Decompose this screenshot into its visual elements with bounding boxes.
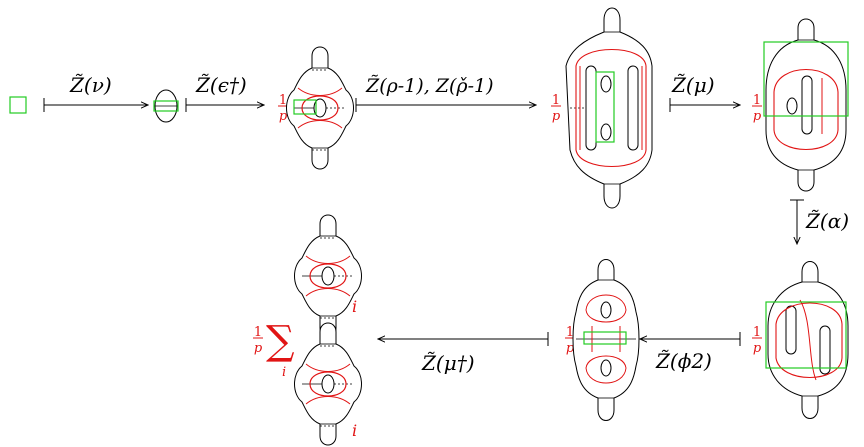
- term-index-top: i: [352, 297, 357, 316]
- term-index-bottom: i: [352, 421, 357, 440]
- surface-2: [565, 7, 653, 209]
- svg-text:p: p: [566, 341, 575, 356]
- surface-sum-top: [293, 214, 363, 338]
- coef-4: 1 p: [752, 325, 762, 356]
- svg-text:p: p: [279, 109, 288, 124]
- sum-symbol: ∑: [266, 318, 295, 364]
- arrow-phi: [640, 332, 741, 346]
- svg-text:1: 1: [279, 93, 287, 108]
- sum-index: i: [282, 365, 286, 380]
- empty-green-square: [9, 96, 27, 114]
- surface-4: [765, 261, 849, 419]
- label-mudag: Z̃(μ†): [421, 351, 475, 375]
- surface-3: [763, 18, 849, 192]
- arrow-mu: [669, 98, 740, 112]
- svg-text:1: 1: [552, 93, 560, 108]
- label-phi: Z̃(ϕ2): [655, 349, 712, 373]
- label-rho: Z̃(ρ-1), Z(ρ̌-1): [365, 75, 494, 97]
- coef-3: 1 p: [752, 93, 762, 124]
- svg-text:1: 1: [753, 93, 761, 108]
- coef-2: 1 p: [551, 93, 561, 124]
- svg-text:p: p: [552, 109, 561, 124]
- sphere-small: [153, 89, 179, 123]
- arrow-rho: [355, 98, 536, 112]
- svg-text:1: 1: [753, 325, 761, 340]
- arrow-nu: [43, 98, 148, 112]
- surface-5: [572, 259, 640, 421]
- arrow-alpha: [790, 199, 804, 244]
- svg-text:1: 1: [566, 325, 574, 340]
- surface-1: [285, 46, 355, 170]
- label-eps: Z̃(ϵ†): [195, 73, 247, 97]
- svg-text:1: 1: [254, 325, 262, 340]
- svg-text:p: p: [254, 341, 263, 356]
- label-nu: Z̃(ν): [69, 73, 112, 97]
- label-alpha: Z̃(α): [805, 209, 849, 233]
- arrow-mudag: [378, 332, 549, 346]
- arrow-eps: [185, 98, 264, 112]
- label-mu: Z̃(μ): [671, 73, 715, 97]
- svg-text:p: p: [753, 109, 762, 124]
- svg-text:p: p: [753, 341, 762, 356]
- coef-sum: 1 p: [253, 325, 263, 356]
